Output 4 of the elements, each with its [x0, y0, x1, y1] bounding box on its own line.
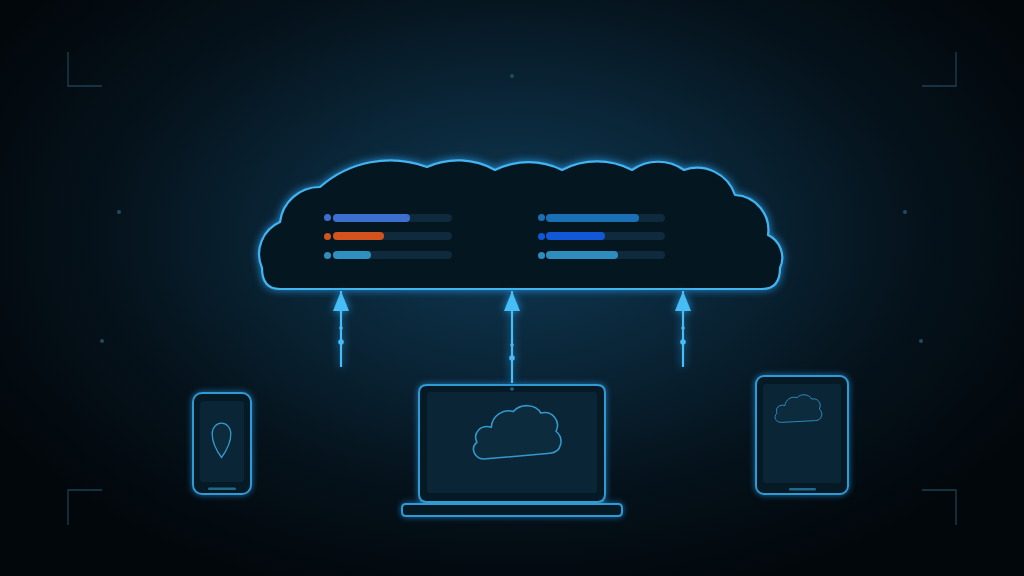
phone-outline: [191, 391, 253, 496]
cloud-shape: [258, 157, 784, 291]
laptop-outline: [400, 383, 624, 518]
tablet-outline: [754, 374, 850, 496]
